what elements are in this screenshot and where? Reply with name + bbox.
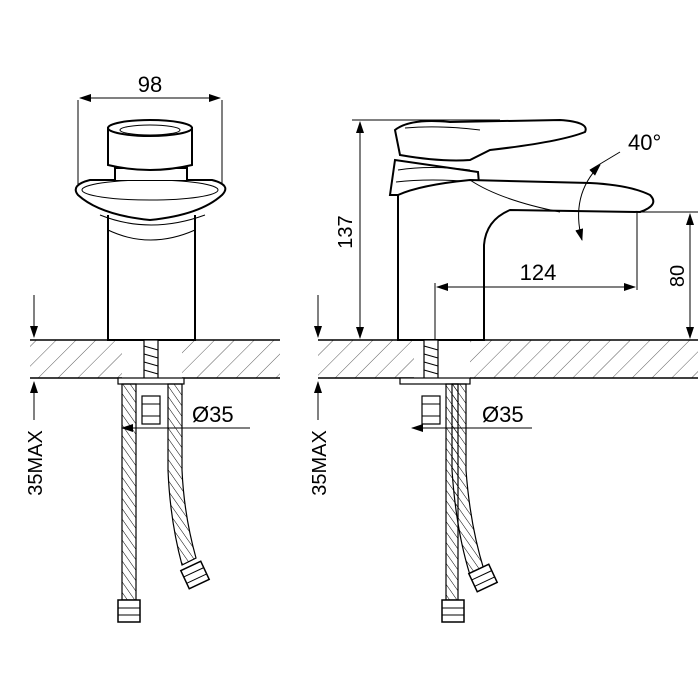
dimension-lever-angle: 40°	[575, 130, 661, 241]
spout-height-label: 80	[667, 265, 689, 287]
dimension-counter-front: 35MAX	[25, 295, 47, 496]
faucet-side-view	[388, 118, 655, 623]
faucet-front-view	[74, 119, 227, 623]
dimension-side-reach: 124	[434, 212, 638, 340]
dimension-hole-side: Ø35	[411, 402, 532, 432]
front-width-label: 98	[138, 72, 162, 97]
countertop-side	[318, 338, 698, 380]
side-height-label: 137	[335, 215, 357, 248]
dimension-spout-height: 80	[640, 211, 698, 339]
side-reach-label: 124	[520, 260, 557, 285]
hole-diameter-side-label: Ø35	[482, 402, 524, 427]
hole-diameter-front-label: Ø35	[192, 402, 234, 427]
lever-angle-label: 40°	[628, 130, 661, 155]
dimension-front-width: 98	[77, 72, 223, 185]
counter-thickness-side-label: 35MAX	[309, 430, 331, 496]
dimension-side-height: 137	[335, 119, 500, 339]
dimension-counter-side: 35MAX	[309, 295, 331, 496]
counter-thickness-front-label: 35MAX	[25, 430, 47, 496]
dimension-hole-front: Ø35	[121, 402, 250, 432]
